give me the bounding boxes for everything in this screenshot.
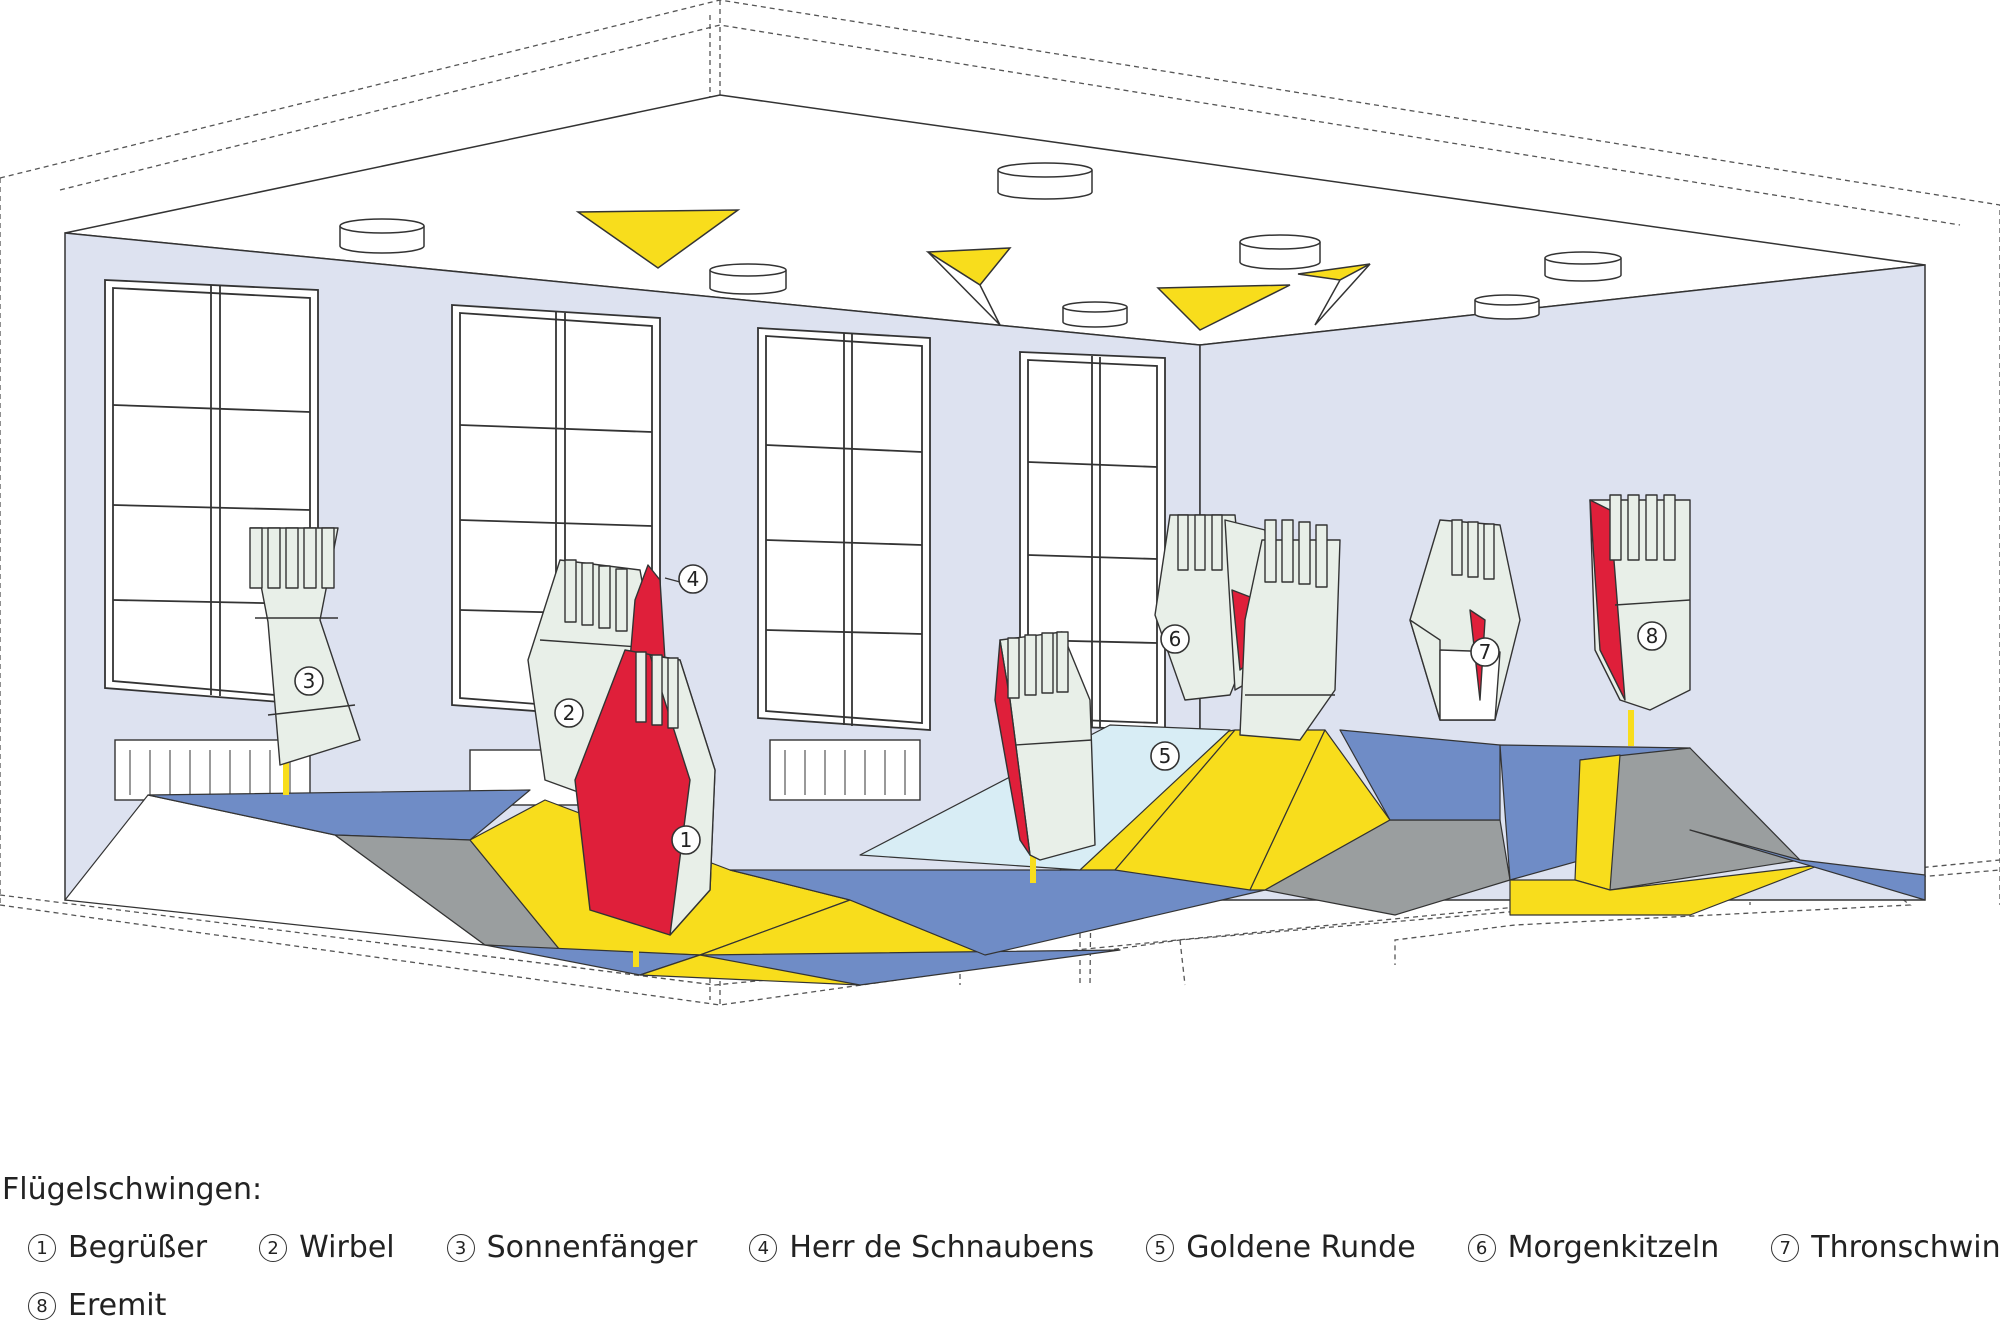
- legend-number: 1: [28, 1233, 56, 1262]
- wing-object-6: [1154, 514, 1341, 741]
- callout-marker-8: 8: [1637, 621, 1667, 651]
- legend-label: Goldene Runde: [1186, 1230, 1416, 1265]
- legend-item-2: 2 Wirbel: [259, 1230, 395, 1265]
- legend-item-4: 4 Herr de Schnaubens: [749, 1230, 1094, 1265]
- callout-marker-3: 3: [294, 666, 324, 696]
- legend-number: 7: [1771, 1233, 1800, 1262]
- legend-label: Eremit: [68, 1288, 167, 1323]
- svg-text:3: 3: [303, 669, 316, 693]
- wing-object-8: [1589, 494, 1691, 746]
- legend: Flügelschwingen: 1 Begrüßer 2 Wirbel 3 Sonn…: [0, 1168, 2000, 1328]
- window: [757, 327, 931, 731]
- svg-text:8: 8: [1646, 624, 1659, 648]
- legend-item-3: 3 Sonnenfänger: [446, 1230, 698, 1265]
- ceiling-lights: [339, 162, 1622, 328]
- wing-object-1: [574, 649, 716, 967]
- callout-marker-1: 1: [671, 825, 701, 855]
- svg-text:7: 7: [1479, 640, 1492, 664]
- legend-number: 6: [1467, 1233, 1496, 1262]
- legend-row-2: 8 Eremit: [28, 1288, 218, 1323]
- svg-text:6: 6: [1169, 627, 1182, 651]
- legend-title: Flügelschwingen:: [2, 1172, 263, 1207]
- callout-marker-4: 4: [678, 564, 708, 594]
- legend-item-6: 6 Morgenkitzeln: [1467, 1230, 1720, 1265]
- ceiling-light: [709, 270, 787, 295]
- legend-row-1: 1 Begrüßer 2 Wirbel 3 Sonnenfänger 4 Herr de…: [28, 1230, 2000, 1265]
- svg-text:5: 5: [1159, 744, 1172, 768]
- callout-marker-7: 7: [1470, 637, 1500, 667]
- floor-landscape: [64, 724, 1926, 986]
- legend-number: 5: [1146, 1233, 1175, 1262]
- callout-marker-2: 2: [554, 698, 584, 728]
- ceiling-panels: [575, 209, 1371, 331]
- wing-object-7: [1409, 519, 1521, 721]
- legend-item-1: 1 Begrüßer: [28, 1230, 207, 1265]
- svg-text:1: 1: [680, 828, 693, 852]
- svg-text:2: 2: [563, 701, 576, 725]
- legend-item-5: 5 Goldene Runde: [1146, 1230, 1416, 1265]
- callout-marker-6: 6: [1160, 624, 1190, 654]
- legend-number: 2: [259, 1233, 288, 1262]
- callout-4-leader: [664, 577, 681, 583]
- legend-label: Herr de Schnaubens: [789, 1230, 1095, 1265]
- wing-objects: [249, 494, 1691, 967]
- legend-number: 3: [446, 1233, 475, 1262]
- svg-text:4: 4: [687, 567, 700, 591]
- legend-label: Thronschwinge: [1811, 1230, 2000, 1265]
- legend-number: 8: [28, 1291, 56, 1320]
- wing-object-3: [249, 527, 361, 795]
- legend-number: 4: [749, 1233, 778, 1262]
- legend-item-7: 7 Thronschwinge: [1771, 1230, 2000, 1265]
- ceiling-light: [997, 170, 1093, 200]
- legend-label: Sonnenfänger: [486, 1230, 698, 1265]
- wing-object-5: [994, 631, 1096, 883]
- callout-marker-5: 5: [1150, 741, 1180, 771]
- legend-item-8: 8 Eremit: [28, 1288, 166, 1323]
- legend-label: Morgenkitzeln: [1507, 1230, 1720, 1265]
- legend-label: Begrüßer: [68, 1230, 208, 1265]
- callout-markers: 1 2 3 4 5 6 7 8: [294, 564, 1667, 855]
- legend-label: Wirbel: [299, 1230, 395, 1265]
